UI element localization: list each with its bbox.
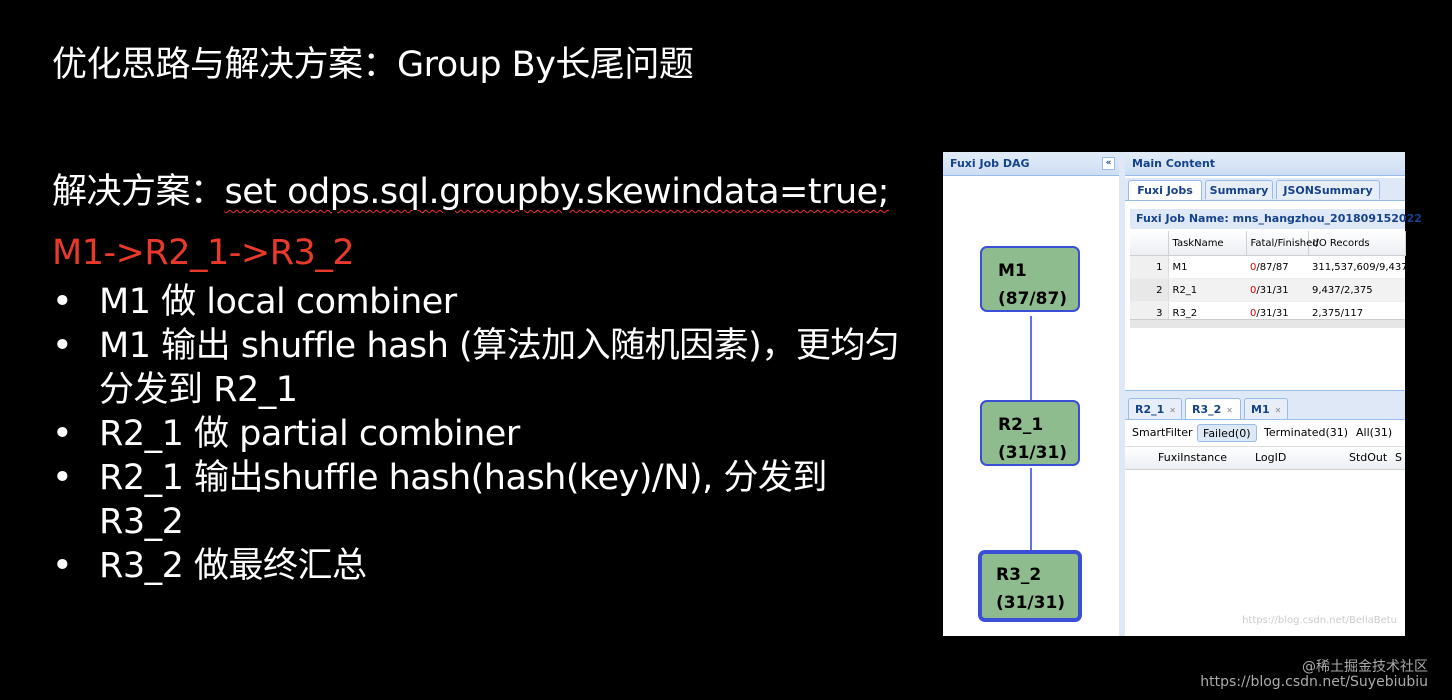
job-name: Fuxi Job Name: mns_hangzhou_201809152022 (1130, 209, 1422, 229)
main-content-header: Main Content (1125, 152, 1405, 176)
bullet-text: R2_1 输出shuffle hash(hash(key)/N), 分发到 R3… (99, 458, 827, 542)
instance-filters: SmartFilter Failed(0) Terminated(31) All… (1125, 420, 1405, 447)
bullet-text: R2_1 做 partial combiner (99, 414, 520, 454)
fatal-count: 0 (1250, 284, 1257, 296)
bullet-item: • R3_2 做最终汇总 (52, 544, 912, 588)
node-progress: (87/87) (998, 289, 1068, 309)
watermark-juejin: @稀土掘金技术社区 (1302, 659, 1428, 675)
fuxi-screenshot: Fuxi Job DAG « M1 (87/87) R2_1 (31/31) (943, 152, 1422, 636)
instance-table-header: FuxiInstance LogID StdOut S (1125, 447, 1405, 470)
fatal-count: 0 (1250, 307, 1257, 319)
finished-count: /31/31 (1256, 284, 1289, 296)
tasks-table: TaskName Fatal/Finished I/O Records 1 M1… (1130, 231, 1408, 325)
row-number: 1 (1130, 255, 1169, 279)
instance-panel: R2_1 ✕ R3_2 ✕ M1 ✕ SmartFilter Failed(0) Te… (1125, 390, 1405, 636)
task-name: M1 (1168, 255, 1246, 279)
finished-count: /31/31 (1256, 307, 1289, 319)
bullet-item: • M1 做 local combiner (52, 280, 912, 324)
subtab-label: M1 (1251, 403, 1270, 416)
subtab-label: R2_1 (1135, 403, 1165, 416)
bullet-item: • M1 输出 shuffle hash (算法加入随机因素)，更均匀分发到 R2… (52, 324, 912, 412)
node-progress: (31/31) (998, 443, 1068, 463)
row-number-header (1130, 231, 1169, 256)
column-header[interactable]: Fatal/Finished (1246, 231, 1319, 256)
dag-panel-header: Fuxi Job DAG « (943, 152, 1119, 176)
instance-tabs: R2_1 ✕ R3_2 ✕ M1 ✕ (1125, 390, 1405, 420)
subtab-m1[interactable]: M1 ✕ (1244, 398, 1288, 419)
bullet-item: • R2_1 输出shuffle hash(hash(key)/N), 分发到 R… (52, 456, 912, 544)
node-name: M1 (998, 261, 1027, 281)
node-name: R2_1 (998, 415, 1044, 435)
task-name: R2_1 (1168, 278, 1246, 302)
dag-panel: Fuxi Job DAG « M1 (87/87) R2_1 (31/31) (943, 152, 1120, 636)
main-tabs: Fuxi Jobs Summary JSONSummary (1125, 178, 1405, 201)
node-name: R3_2 (996, 565, 1042, 585)
table-row[interactable]: 2 R2_1 0/31/31 9,437/2,375 (1130, 278, 1405, 302)
tab-json-summary[interactable]: JSONSummary (1276, 180, 1380, 199)
bullet-dot: • (52, 282, 73, 322)
column-header[interactable]: S (1395, 451, 1402, 464)
close-icon[interactable]: ✕ (1169, 406, 1176, 415)
bullet-dot: • (52, 326, 73, 366)
close-icon[interactable]: ✕ (1274, 406, 1282, 415)
subtab-r3-2[interactable]: R3_2 ✕ (1185, 398, 1241, 419)
filter-all[interactable]: All(31) (1356, 426, 1393, 439)
collapse-icon[interactable]: « (1102, 157, 1115, 170)
solution-code: set odps.sql.groupby.skewindata=true; (224, 172, 890, 212)
io-records: 9,437/2,375 (1308, 278, 1405, 302)
fatal-finished: 0/31/31 (1246, 278, 1308, 302)
column-header[interactable]: FuxiInstance (1158, 451, 1228, 464)
filter-terminated[interactable]: Terminated(31) (1264, 426, 1349, 439)
filter-smart[interactable]: SmartFilter (1132, 426, 1193, 439)
dag-node-r3-2[interactable]: R3_2 (31/31) (978, 550, 1082, 622)
io-records: 311,537,609/9,437 (1308, 255, 1408, 279)
solution-line: 解决方案：set odps.sql.groupby.skewindata=tru… (52, 163, 889, 214)
slide-title: 优化思路与解决方案：Group By长尾问题 (52, 45, 694, 85)
column-header[interactable]: TaskName (1168, 231, 1247, 256)
table-row[interactable]: 1 M1 0/87/87 311,537,609/9,437 (1130, 255, 1408, 279)
dag-node-r2-1[interactable]: R2_1 (31/31) (980, 400, 1080, 466)
bullet-list: • M1 做 local combiner • M1 输出 shuffle hash… (52, 280, 912, 588)
tab-summary[interactable]: Summary (1205, 180, 1273, 199)
node-progress: (31/31) (996, 593, 1066, 613)
dag-node-m1[interactable]: M1 (87/87) (980, 246, 1080, 312)
bullet-text: M1 输出 shuffle hash (算法加入随机因素)，更均匀分发到 R2_… (99, 326, 900, 410)
pipeline-label: M1->R2_1->R3_2 (52, 233, 355, 273)
dag-panel-title: Fuxi Job DAG (950, 157, 1030, 170)
finished-count: /87/87 (1256, 261, 1289, 273)
column-header[interactable]: LogID (1255, 451, 1287, 464)
subtab-r2-1[interactable]: R2_1 ✕ (1128, 398, 1182, 419)
bullet-item: • R2_1 做 partial combiner (52, 412, 912, 456)
bullet-dot: • (52, 414, 73, 454)
fatal-finished: 0/87/87 (1246, 255, 1308, 279)
column-header[interactable]: StdOut (1349, 451, 1388, 464)
close-icon[interactable]: ✕ (1226, 406, 1233, 415)
dag-canvas: M1 (87/87) R2_1 (31/31) R3_2 (31/31) (943, 180, 1119, 636)
tab-fuxi-jobs[interactable]: Fuxi Jobs (1128, 180, 1202, 200)
subtab-label: R3_2 (1192, 403, 1222, 416)
main-content-panel: Main Content Fuxi Jobs Summary JSONSumma… (1125, 152, 1422, 636)
bullet-text: M1 做 local combiner (99, 282, 457, 322)
inner-watermark: https://blog.csdn.net/BellaBetu (1242, 615, 1397, 626)
bullet-text: R3_2 做最终汇总 (99, 546, 367, 586)
fatal-count: 0 (1250, 261, 1257, 273)
bullet-dot: • (52, 458, 73, 498)
watermark-csdn: https://blog.csdn.net/Suyebiubiu (1200, 674, 1428, 690)
horizontal-scrollbar[interactable] (1130, 319, 1405, 328)
filter-failed[interactable]: Failed(0) (1197, 424, 1257, 442)
row-number: 2 (1130, 278, 1169, 302)
splitter[interactable] (1119, 152, 1125, 636)
bullet-dot: • (52, 546, 73, 586)
solution-prefix: 解决方案： (52, 172, 225, 212)
column-header[interactable]: I/O Records (1308, 231, 1406, 256)
table-header-row: TaskName Fatal/Finished I/O Records (1130, 231, 1406, 256)
